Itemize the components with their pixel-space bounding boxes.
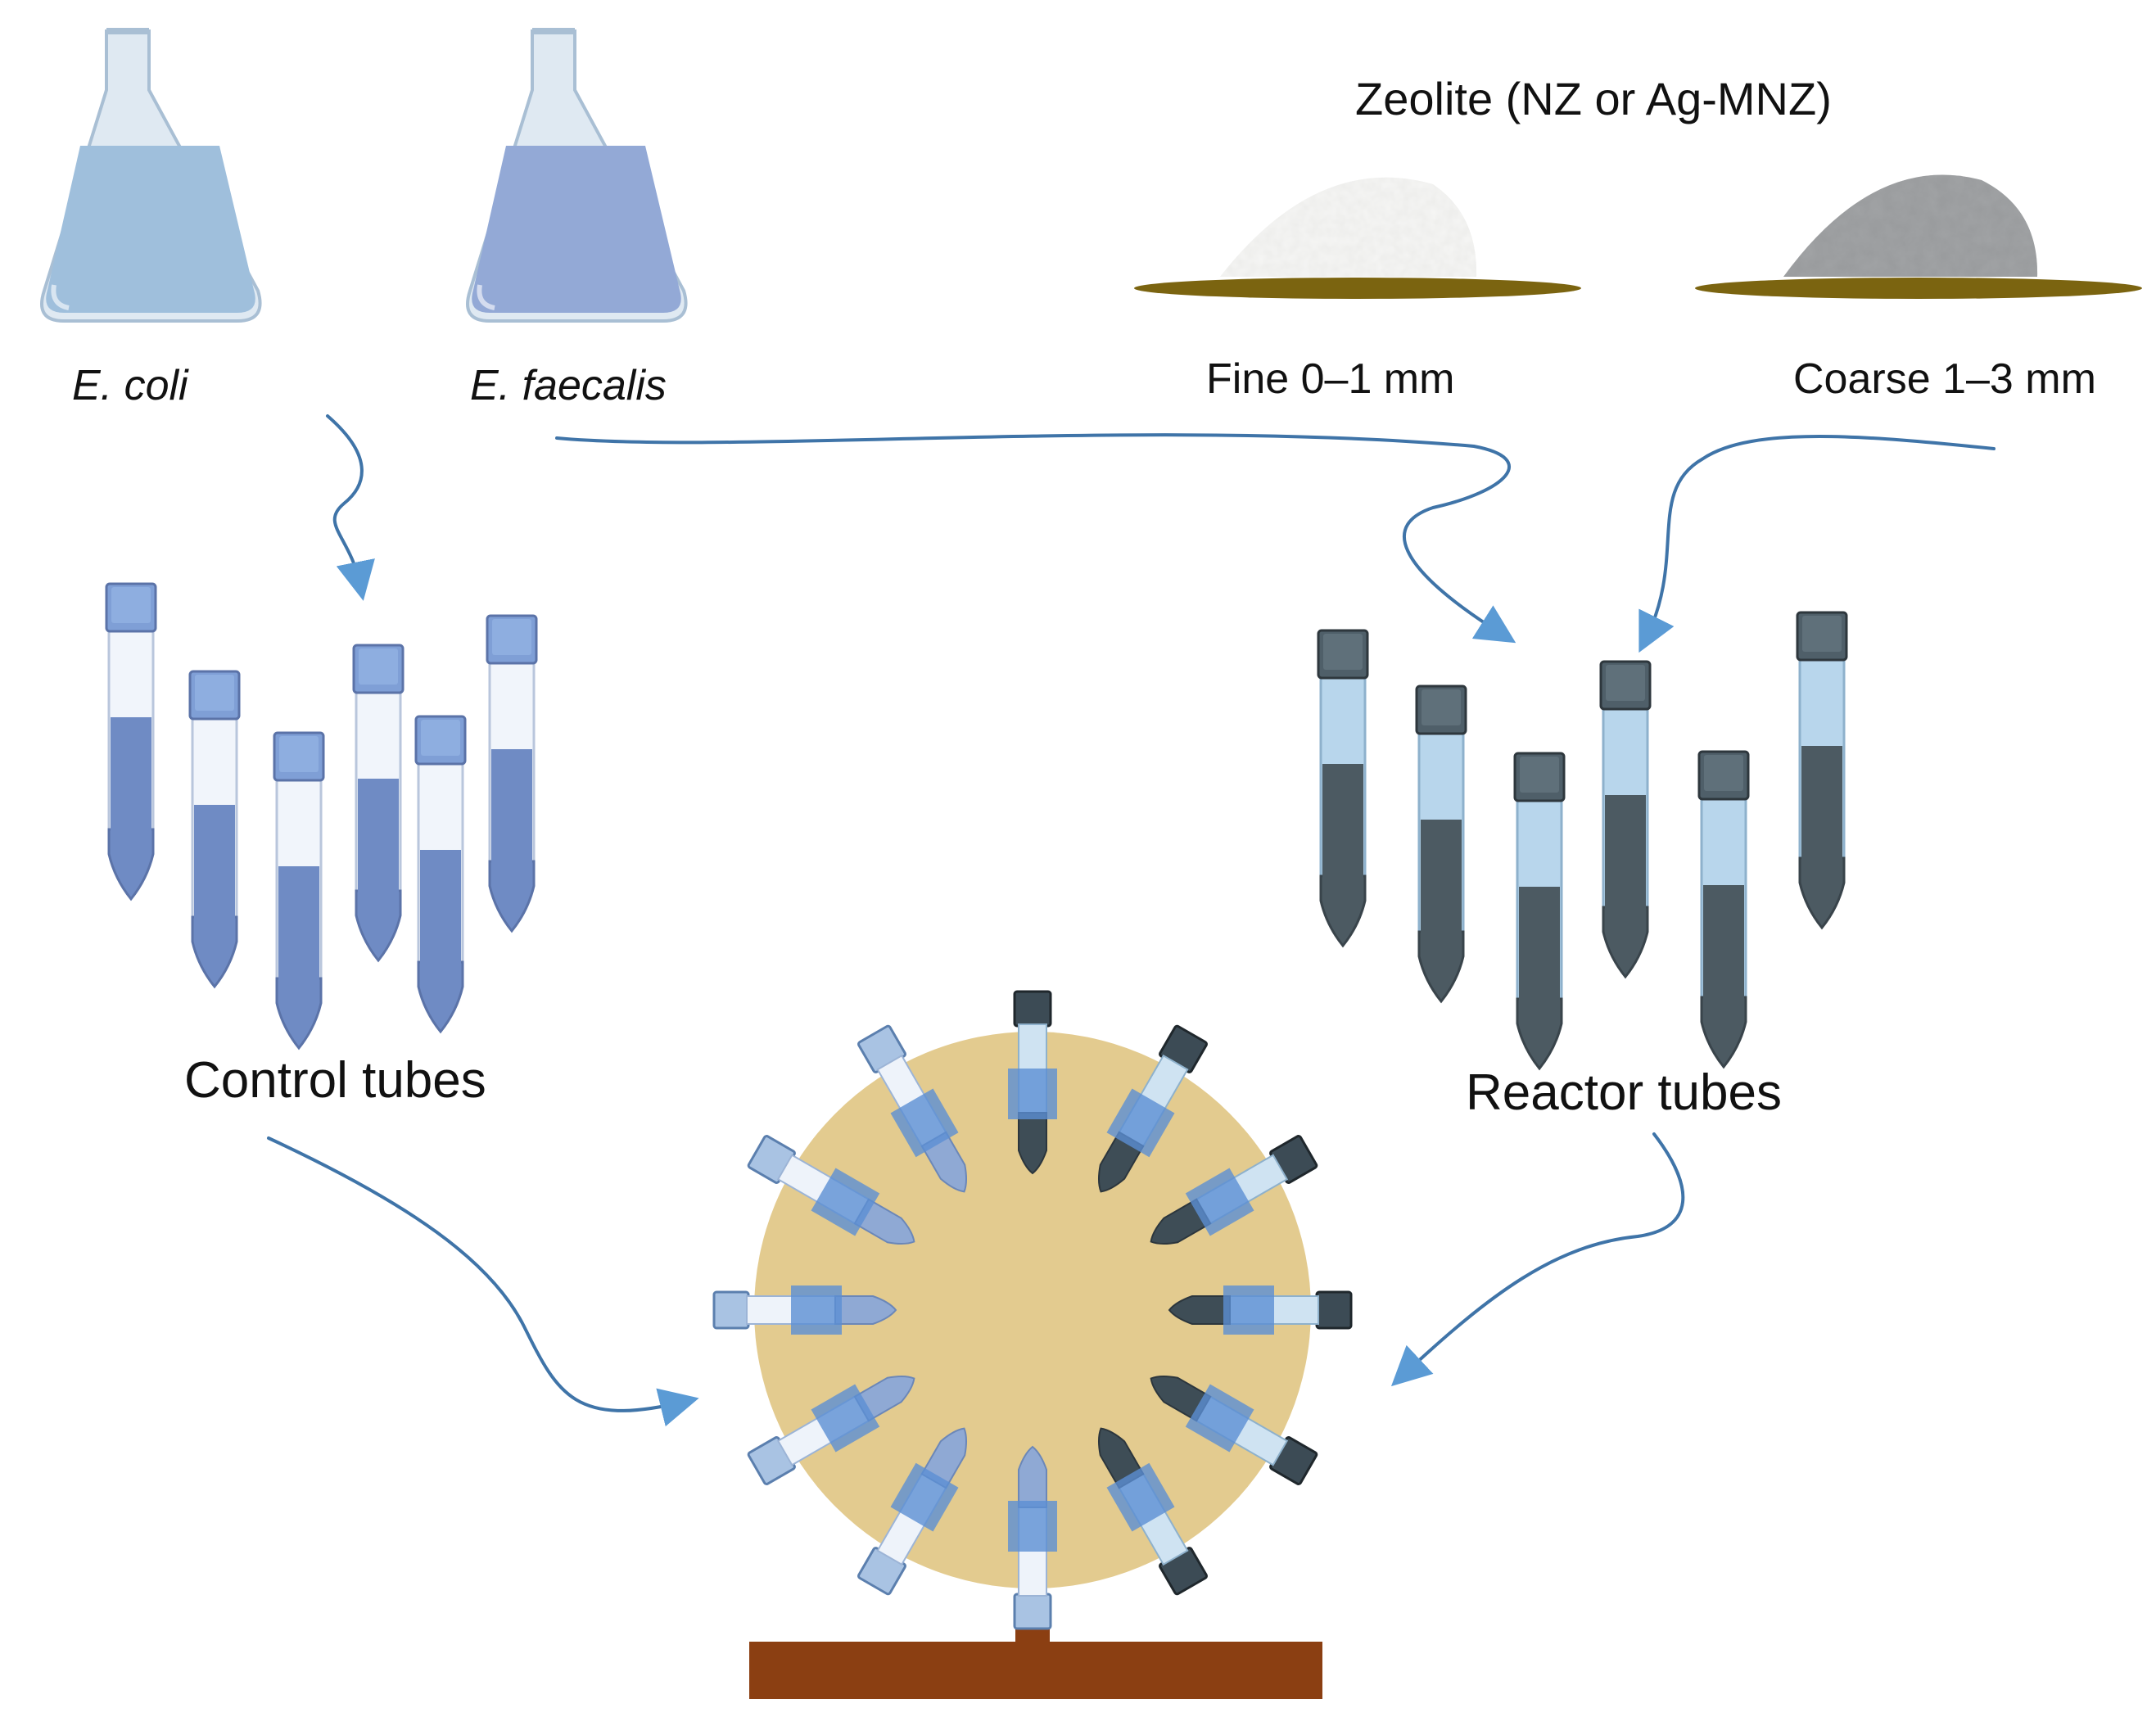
control-tube bbox=[273, 731, 325, 1050]
arrow-zeolite-to-reactor bbox=[1638, 435, 1996, 653]
arrow-bacteria-to-reactor bbox=[555, 433, 1516, 644]
reactor-tube bbox=[1317, 629, 1369, 947]
reactor-tube bbox=[1599, 660, 1652, 978]
rotator-base bbox=[749, 1642, 1322, 1699]
ecoli-label: E. coli bbox=[72, 362, 189, 409]
ecoli-flask bbox=[40, 28, 262, 323]
coarse-label: Coarse 1–3 mm bbox=[1793, 355, 2096, 403]
arrows bbox=[267, 414, 1996, 1427]
control-tube bbox=[414, 715, 467, 1033]
coarse-zeolite-tray bbox=[1695, 278, 2142, 299]
arrow-reactor-to-rotator bbox=[1390, 1132, 1685, 1387]
control-tube bbox=[188, 670, 241, 988]
efaecalis-flask bbox=[466, 28, 688, 323]
fine-zeolite-pile bbox=[1134, 177, 1581, 299]
reactor-tube bbox=[1415, 685, 1467, 1003]
control-tubes-group bbox=[105, 582, 538, 1050]
fine-label: Fine 0–1 mm bbox=[1206, 355, 1454, 403]
arrow-control-to-rotator bbox=[267, 1136, 699, 1427]
reactor-tubes-label: Reactor tubes bbox=[1466, 1064, 1782, 1121]
control-tube bbox=[105, 582, 157, 901]
control-tube bbox=[486, 614, 538, 933]
control-tubes-label: Control tubes bbox=[184, 1052, 486, 1109]
rotator bbox=[712, 990, 1353, 1699]
reactor-tube bbox=[1697, 750, 1750, 1069]
coarse-zeolite-pile bbox=[1695, 174, 2142, 299]
reactor-tubes-group bbox=[1317, 611, 1848, 1070]
arrow-culture-to-control bbox=[326, 414, 375, 601]
control-tube bbox=[352, 644, 405, 962]
fine-zeolite-tray bbox=[1134, 278, 1581, 299]
reactor-tube bbox=[1513, 752, 1566, 1070]
efaecalis-label: E. faecalis bbox=[470, 362, 667, 409]
zeolite-title: Zeolite (NZ or Ag-MNZ) bbox=[1355, 73, 1832, 124]
reactor-tube bbox=[1796, 611, 1848, 929]
rotator-disk bbox=[754, 1032, 1311, 1588]
